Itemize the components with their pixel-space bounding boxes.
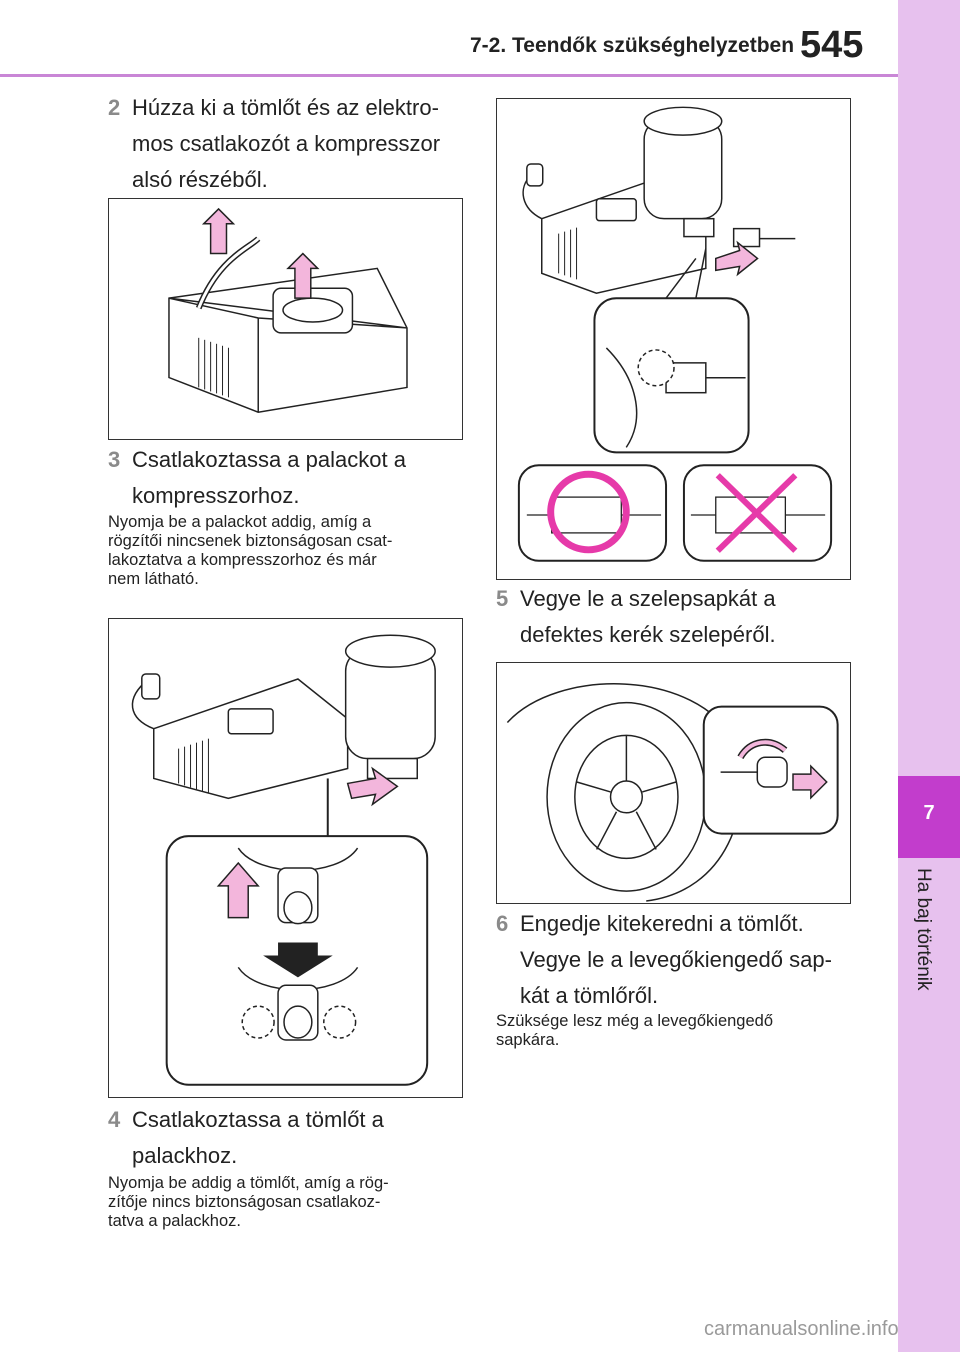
step-text-line: Vegye le a szelepsapkát a <box>520 586 776 611</box>
side-tab-strip <box>898 0 960 1352</box>
step-text-line: kát a tömlőről. <box>520 983 659 1008</box>
step-6-note: Szüksége lesz még a levegőkiengedő sapká… <box>496 1012 866 1050</box>
note-line: rögzítői nincsenek biztonságosan csat- <box>108 532 393 550</box>
step-text-line: Húzza ki a tömlőt és az elektro- <box>132 95 439 120</box>
step-text-line: alsó részéből. <box>132 167 268 192</box>
note-line: zítője nincs biztonságosan csatlakoz- <box>108 1193 381 1211</box>
step-5: 5 Vegye le a szelepsapkát a defektes ker… <box>496 581 866 653</box>
step-3: 3 Csatlakoztassa a palackot a kompresszo… <box>108 442 468 514</box>
note-line: tatva a palackhoz. <box>108 1212 241 1230</box>
step-text-line: Csatlakoztassa a tömlőt a <box>132 1107 384 1132</box>
step-4: 4 Csatlakoztassa a tömlőt a palackhoz. <box>108 1102 468 1174</box>
watermark: carmanualsonline.info <box>704 1318 899 1340</box>
chapter-tab[interactable] <box>898 776 960 858</box>
figure-valve-cap-removal <box>496 662 851 904</box>
step-text-line: Vegye le a levegőkiengedő sap- <box>520 947 832 972</box>
step-text-line: Csatlakoztassa a palackot a <box>132 447 406 472</box>
figure-bottle-to-compressor <box>108 618 463 1098</box>
step-text-line: mos csatlakozót a kompresszor <box>132 131 441 156</box>
step-2: 2 Húzza ki a tömlőt és az elektro- mos c… <box>108 90 468 198</box>
step-number: 4 <box>108 1107 121 1132</box>
step-3-note: Nyomja be a palackot addig, amíg a rögzí… <box>108 513 468 589</box>
note-line: Nyomja be addig a tömlőt, amíg a rög- <box>108 1174 389 1192</box>
step-text-line: kompresszorhoz. <box>132 483 300 508</box>
section-title: 7-2. Teendők szükséghelyzetben <box>470 34 795 57</box>
step-4-note: Nyomja be addig a tömlőt, amíg a rög- zí… <box>108 1174 468 1231</box>
step-text-line: Engedje kitekeredni a tömlőt. <box>520 911 804 936</box>
chapter-label: Ha baj történik <box>913 868 934 991</box>
note-line: lakoztatva a kompresszorhoz és már <box>108 551 377 569</box>
step-text-line: defektes kerék szelepéről. <box>520 622 776 647</box>
step-text-line: palackhoz. <box>132 1143 238 1168</box>
note-line: sapkára. <box>496 1031 560 1049</box>
note-line: Nyomja be a palackot addig, amíg a <box>108 513 372 531</box>
header-rule <box>0 74 898 77</box>
chapter-number: 7 <box>923 802 935 824</box>
step-number: 6 <box>496 911 509 936</box>
note-line: nem látható. <box>108 570 199 588</box>
step-number: 3 <box>108 447 121 472</box>
step-6: 6 Engedje kitekeredni a tömlőt. Vegye le… <box>496 906 866 1014</box>
step-number: 2 <box>108 95 121 120</box>
figure-hose-to-bottle <box>496 98 851 580</box>
note-line: Szüksége lesz még a levegőkiengedő <box>496 1012 774 1030</box>
step-number: 5 <box>496 586 509 611</box>
figure-compressor-hose-removal <box>108 198 463 440</box>
page-number: 545 <box>800 24 864 66</box>
